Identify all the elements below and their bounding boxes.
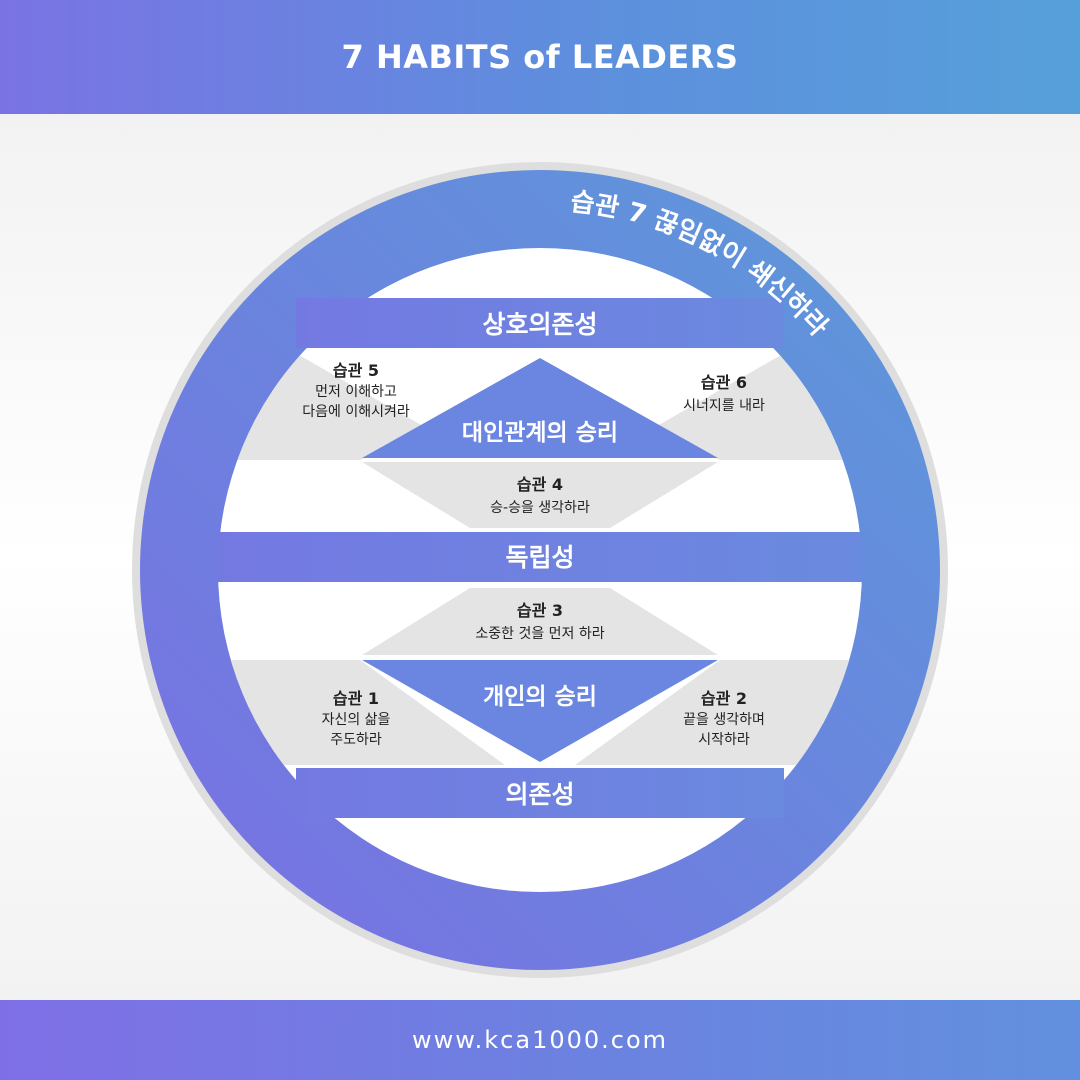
page-title: 7 HABITS of LEADERS <box>341 38 739 76</box>
dependence-band <box>296 768 784 818</box>
footer-bar: www.kca1000.com <box>0 1000 1080 1080</box>
interdependence-label: 상호의존성 <box>482 310 597 339</box>
private-victory-label: 개인의 승리 <box>483 684 597 710</box>
dependence-label: 의존성 <box>505 780 574 809</box>
habit5-line1: 먼저 이해하고 <box>315 384 397 400</box>
header-bar: 7 HABITS of LEADERS <box>0 0 1080 114</box>
independence-band <box>218 532 862 582</box>
habit2-line2: 시작하라 <box>698 732 750 748</box>
habit1-line2: 주도하라 <box>330 732 382 748</box>
habit6-title: 습관 6 <box>701 373 747 392</box>
habit4-title: 습관 4 <box>517 475 563 494</box>
habit2-title: 습관 2 <box>701 689 747 708</box>
public-victory-label: 대인관계의 승리 <box>462 420 618 446</box>
habit2-line1: 끝을 생각하며 <box>683 712 765 728</box>
habit6-line1: 시너지를 내라 <box>683 398 765 414</box>
habit3-shape <box>362 588 718 655</box>
habit1-title: 습관 1 <box>333 689 379 708</box>
private-victory-triangle <box>362 660 718 762</box>
public-victory-triangle <box>362 358 718 458</box>
seven-habits-diagram: 상호의존성 독립성 의존성 대인관계의 승리 개인의 승리 습관 5 먼저 이해… <box>132 162 948 978</box>
interdependence-band <box>296 298 784 348</box>
habit3-title: 습관 3 <box>517 601 563 620</box>
diagram-area: 상호의존성 독립성 의존성 대인관계의 승리 개인의 승리 습관 5 먼저 이해… <box>0 114 1080 1000</box>
habit3-line1: 소중한 것을 먼저 하라 <box>475 626 604 642</box>
habit4-shape <box>362 462 718 528</box>
habit4-line1: 승-승을 생각하라 <box>490 500 590 516</box>
independence-label: 독립성 <box>505 543 574 572</box>
habit5-line2: 다음에 이해시켜라 <box>302 404 410 420</box>
habit5-title: 습관 5 <box>333 361 379 380</box>
footer-url[interactable]: www.kca1000.com <box>411 1026 669 1054</box>
habit1-line1: 자신의 삶을 <box>322 712 391 728</box>
